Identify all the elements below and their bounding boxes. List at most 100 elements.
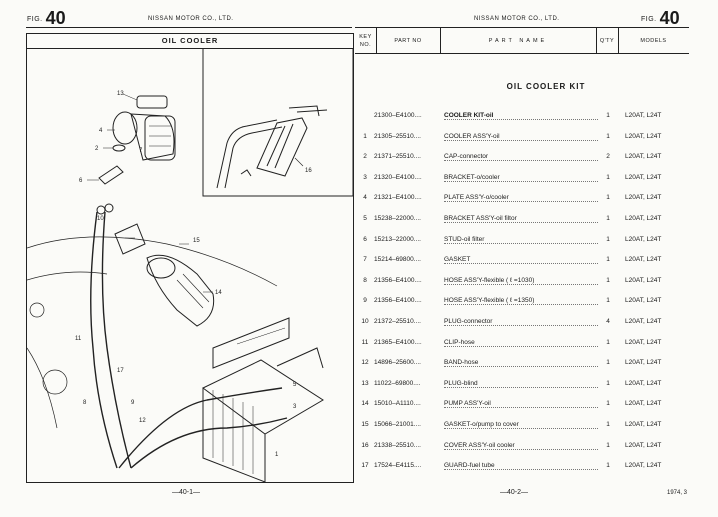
key-no: 10 (361, 318, 369, 325)
part-no: 17524–E4115.... (374, 462, 422, 470)
key-no: 16 (361, 441, 369, 449)
quantity: 1 (606, 462, 610, 470)
quantity: 1 (606, 132, 610, 140)
models: L20AT, L24T (625, 194, 662, 202)
part-name: BRACKET-o/cooler (444, 173, 502, 181)
leader-dots (444, 462, 598, 471)
callout-10: 10 (97, 216, 104, 222)
callout-16: 16 (305, 168, 312, 174)
fig-number: 40 (45, 8, 66, 28)
maker-name-right: NISSAN MOTOR CO., LTD. (474, 16, 560, 22)
part-name: PUMP ASS'Y-oil (444, 400, 493, 408)
models: L20AT, L24T (625, 318, 662, 325)
key-no: 8 (363, 276, 367, 284)
table-row: 1 21305–25510.... COOLER ASS'Y-oil 1 L20AT, … (355, 132, 689, 145)
leader-dots (444, 112, 598, 120)
quantity: 2 (606, 153, 610, 161)
part-no: 21320–E4100.... (374, 173, 422, 181)
key-no: 6 (363, 235, 367, 243)
quantity: 1 (606, 194, 610, 202)
part-no: 21305–25510.... (374, 132, 421, 140)
models: L20AT, L24T (625, 276, 662, 284)
callout-3: 3 (293, 404, 297, 410)
models: L20AT, L24T (625, 173, 662, 181)
quantity: 1 (606, 173, 610, 181)
page-title: OIL COOLER (26, 33, 354, 49)
exploded-diagram: 13 4 2 7 6 10 15 14 16 11 17 8 9 12 5 3 … (26, 47, 354, 483)
part-no: 21356–E4100.... (374, 297, 422, 305)
part-name: GUARD-fuel tube (444, 462, 497, 470)
callout-7: 7 (139, 148, 143, 154)
leader-dots (444, 339, 598, 347)
hoses (90, 211, 288, 469)
plug-blind (136, 95, 168, 109)
key-no: 17 (361, 462, 369, 470)
quantity: 4 (606, 318, 610, 325)
col-sep-4 (618, 27, 619, 53)
maker-name: NISSAN MOTOR CO., LTD. (148, 16, 234, 22)
part-no: 14896–25600.... (374, 359, 421, 367)
right-header-rule-top (355, 27, 689, 28)
quantity: 1 (606, 338, 610, 346)
models: L20AT, L24T (625, 112, 662, 119)
part-name: COOLER ASS'Y-oil (444, 132, 502, 140)
part-name: PLUG-connector (444, 318, 495, 325)
models: L20AT, L24T (625, 215, 662, 222)
quantity: 1 (606, 297, 610, 305)
key-no: 9 (363, 297, 367, 305)
header-key-no: KEY NO. (359, 34, 372, 48)
key-no: 1 (363, 132, 367, 140)
models: L20AT, L24T (625, 359, 662, 367)
part-no: 15010–A1110.... (374, 400, 421, 408)
callout-11: 11 (75, 336, 82, 342)
models: L20AT, L24T (625, 235, 662, 243)
leader-dots (444, 194, 598, 203)
models: L20AT, L24T (625, 132, 662, 140)
models: L20AT, L24T (625, 400, 662, 408)
leader-dots (444, 297, 598, 306)
leader-dots (444, 256, 598, 265)
part-no: 15238–22000.... (374, 215, 421, 222)
quantity: 1 (606, 215, 610, 222)
leader-dots (444, 421, 598, 429)
part-no: 21365–E4100.... (374, 338, 422, 346)
callout-2: 2 (95, 146, 99, 152)
header-part-name: PART NAME (488, 38, 548, 44)
models: L20AT, L24T (625, 256, 662, 264)
leader-dots (444, 400, 598, 409)
part-name: PLATE ASS'Y-o/cooler (444, 194, 511, 202)
part-no: 21356–E4100.... (374, 276, 422, 284)
callout-14: 14 (215, 290, 222, 296)
part-no: 21321–E4100.... (374, 194, 422, 202)
key-no: 4 (363, 194, 367, 202)
inset-detail (216, 105, 328, 189)
figure-label: FIG.40 (27, 8, 66, 29)
kit-title: OIL COOLER KIT (506, 82, 586, 91)
oil-pump-group (114, 223, 215, 327)
header-models: MODELS (640, 38, 667, 44)
quantity: 1 (606, 256, 610, 264)
part-no: 11022–69800.... (374, 379, 421, 387)
engine-outline (26, 236, 278, 429)
leader-dots (444, 359, 598, 368)
part-name: CAP-connector (444, 153, 491, 161)
leader-dots (444, 153, 598, 162)
stud (98, 165, 124, 185)
fig-prefix: FIG. (27, 16, 43, 23)
left-page-number: —40-1— (172, 489, 201, 496)
callout-6: 6 (79, 178, 83, 184)
header-qty: Q'TY (599, 38, 615, 44)
key-no: 15 (361, 421, 369, 428)
leader-dots (444, 236, 598, 244)
models: L20AT, L24T (625, 338, 662, 346)
models: L20AT, L24T (625, 153, 662, 161)
